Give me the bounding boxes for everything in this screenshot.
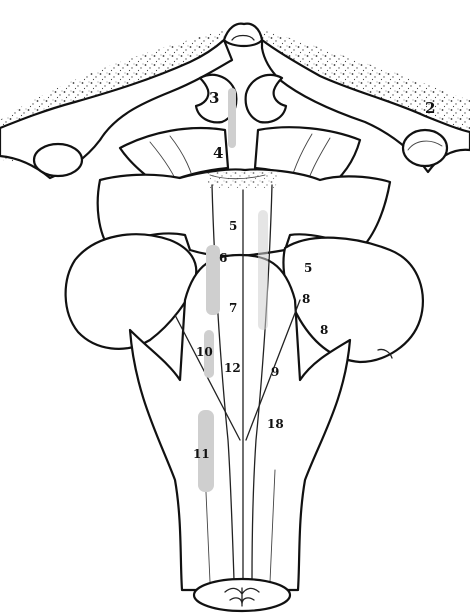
nerve-root-shading-right bbox=[258, 210, 268, 330]
left-nerve-stump bbox=[34, 144, 82, 176]
pons-stippled-band bbox=[205, 172, 280, 188]
label-18: 18 bbox=[267, 417, 284, 431]
label-6: 6 bbox=[219, 251, 227, 265]
label-9: 9 bbox=[271, 365, 279, 379]
label-5-right: 5 bbox=[304, 261, 312, 275]
label-5-midline: 5 bbox=[229, 219, 237, 233]
pineal-region-outline bbox=[224, 24, 262, 46]
label-10: 10 bbox=[196, 345, 213, 359]
right-mammillary-body bbox=[246, 75, 286, 123]
label-4: 4 bbox=[213, 144, 223, 162]
label-8-lower: 8 bbox=[320, 323, 328, 337]
label-11: 11 bbox=[193, 447, 210, 461]
label-3: 3 bbox=[209, 89, 219, 107]
nerve-root-shading-6 bbox=[206, 245, 220, 315]
label-8-upper: 8 bbox=[302, 292, 310, 306]
label-12: 12 bbox=[224, 361, 241, 375]
label-2: 2 bbox=[425, 99, 435, 117]
label-7: 7 bbox=[229, 301, 237, 315]
midline-shading-upper bbox=[228, 88, 236, 148]
